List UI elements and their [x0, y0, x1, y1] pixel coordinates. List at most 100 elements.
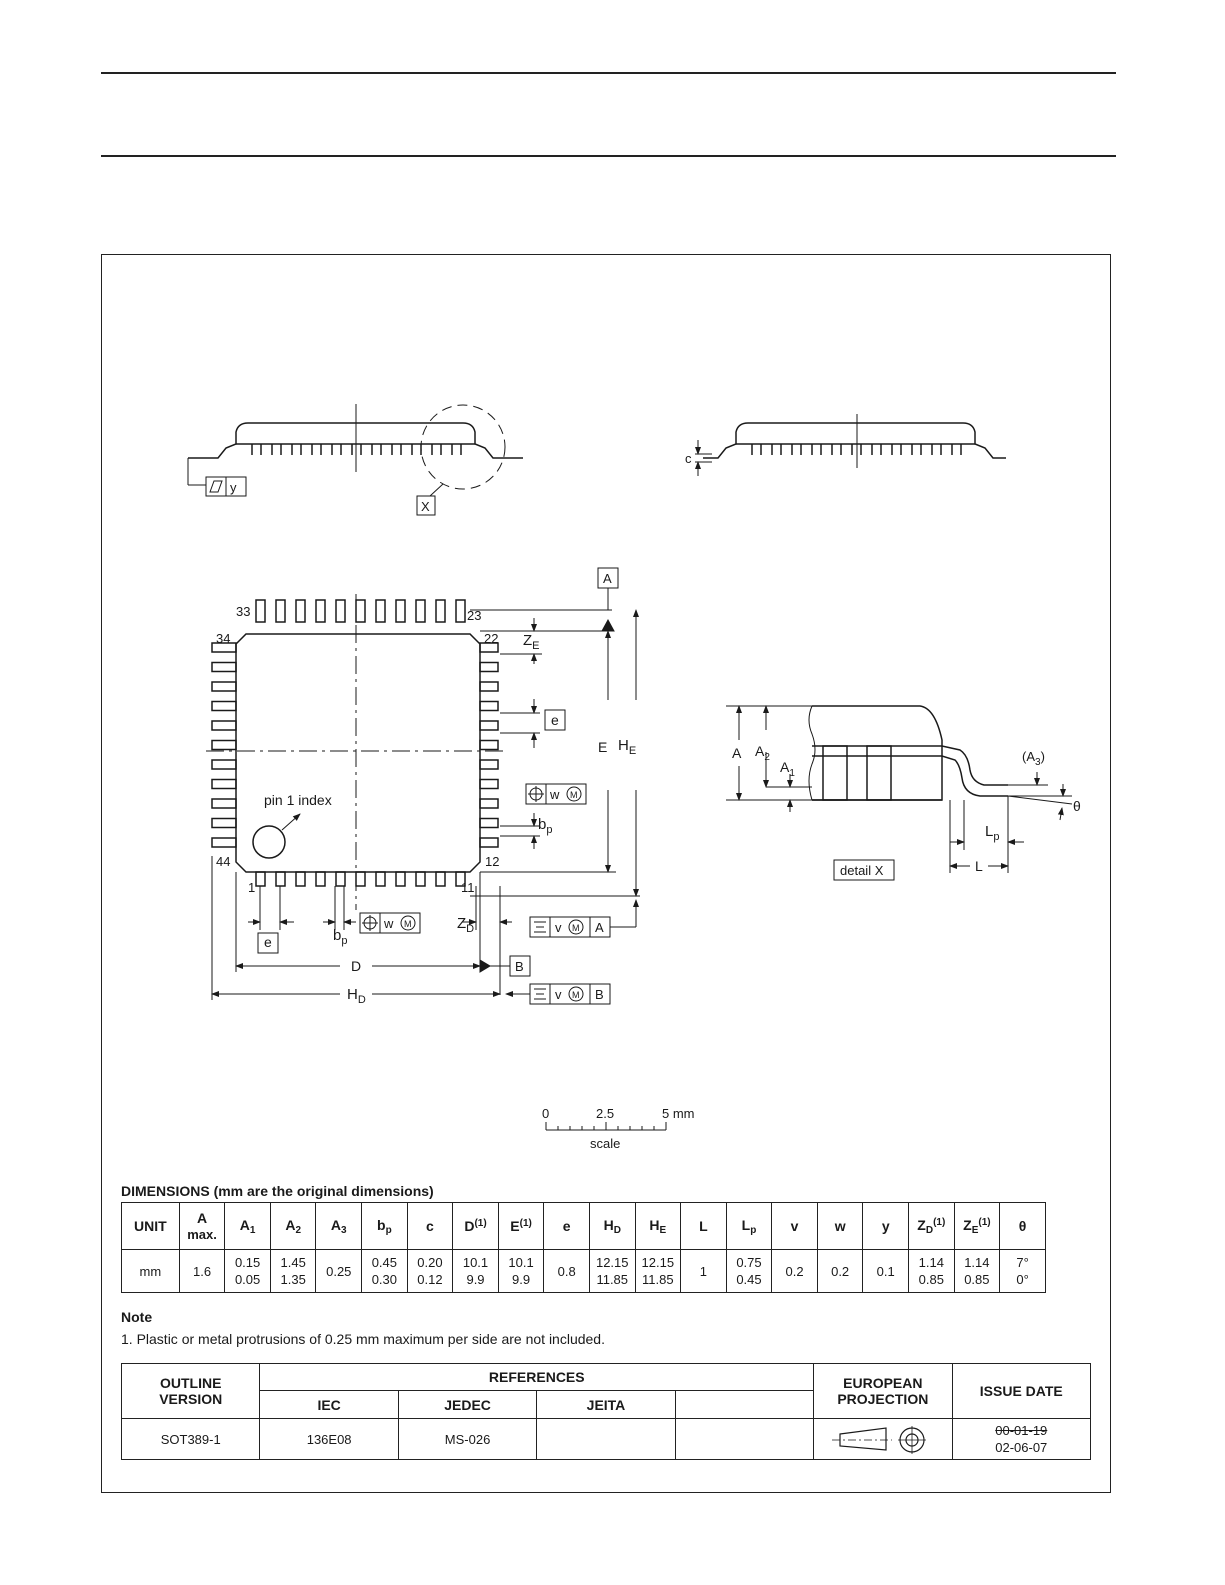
iec-header: IEC — [259, 1390, 399, 1419]
lead-right — [479, 661, 499, 673]
lead-bottom — [315, 871, 326, 887]
dim-header-cell: HE — [634, 1202, 682, 1250]
dim-header-cell: A1 — [224, 1202, 271, 1250]
pin-44-label: 44 — [216, 854, 230, 869]
dim-header-cell: L — [680, 1202, 727, 1250]
jeita-header: JEITA — [536, 1390, 676, 1419]
pin-34-label: 34 — [216, 631, 230, 646]
detail-A2-label: A2 — [755, 743, 770, 763]
m-bottom-label: M — [404, 919, 412, 929]
lead-bottom — [375, 871, 386, 887]
dim-header-cell: Lp — [725, 1202, 773, 1250]
lead-left — [211, 739, 237, 751]
lead-left — [211, 661, 237, 673]
lead-top — [435, 599, 446, 623]
pin-23-label: 23 — [467, 608, 481, 623]
pin-22-label: 22 — [484, 631, 498, 646]
bp-right-label: bp — [538, 816, 552, 836]
iec-value: 136E08 — [259, 1418, 399, 1460]
v-a-label: v — [555, 920, 562, 935]
jedec-value: MS-026 — [397, 1418, 538, 1460]
pin-1-label: 1 — [248, 880, 255, 895]
hd-label: HD — [347, 986, 366, 1006]
bp-bottom-label: bp — [333, 927, 347, 947]
lead-right — [479, 759, 499, 770]
lead-bottom — [335, 871, 346, 887]
dim-header-cell: HD — [588, 1202, 636, 1250]
lead-bottom — [435, 871, 446, 887]
dim-value-cell: 0.1 — [862, 1249, 909, 1293]
w-bottom-label: w — [383, 916, 394, 931]
side-view-right — [695, 414, 1006, 476]
datum-b-ref: B — [595, 987, 604, 1002]
lead-top — [355, 599, 366, 623]
plan-view — [206, 567, 640, 1005]
lead-right — [479, 837, 499, 848]
blank-value — [674, 1418, 815, 1460]
lead-left — [211, 817, 237, 829]
scale-tick-end: 5 mm — [662, 1106, 695, 1121]
detail-A3-label: (A3) — [1022, 749, 1045, 768]
detail-x-caption: detail X — [840, 863, 884, 878]
lead-left — [211, 681, 237, 692]
detail-L-label: L — [975, 858, 983, 874]
e-bottom-label: e — [264, 934, 272, 950]
lead-right — [479, 739, 499, 751]
m-b-label: M — [572, 990, 580, 1000]
lead-top — [255, 599, 266, 623]
detail-A-label: A — [732, 745, 742, 761]
scale-tick-mid: 2.5 — [596, 1106, 614, 1121]
detail-theta-label: θ — [1073, 798, 1081, 814]
dim-value-cell: 0.8 — [543, 1249, 590, 1293]
lead-bottom — [355, 871, 366, 887]
detail-lp-label: Lp — [985, 823, 999, 843]
scale-tick-0: 0 — [542, 1106, 549, 1121]
dim-header-cell: w — [816, 1202, 864, 1250]
lead-left — [211, 642, 237, 653]
dim-value-cell: 0.2 — [771, 1249, 818, 1293]
lead-top — [415, 599, 426, 623]
header-rule-bottom — [101, 155, 1116, 157]
lead-right — [479, 642, 499, 653]
side-view-left — [187, 404, 523, 516]
dim-header-cell: UNIT — [121, 1202, 180, 1250]
dim-header-cell: ZE(1) — [953, 1202, 1001, 1250]
lead-bottom — [415, 871, 426, 887]
dim-header-cell: A3 — [315, 1202, 363, 1250]
lead-top — [315, 599, 326, 623]
dim-value-cell: 0.25 — [315, 1249, 363, 1293]
E-label: E — [598, 739, 607, 755]
ze-label: ZE — [523, 632, 540, 652]
dim-header-cell: e — [543, 1202, 590, 1250]
lead-top — [375, 599, 386, 623]
dim-value-cell: 0.2 — [816, 1249, 864, 1293]
dim-value-cell: 7°0° — [999, 1249, 1046, 1293]
dimensions-title: DIMENSIONS (mm are the original dimensio… — [121, 1183, 434, 1199]
lead-left — [211, 778, 237, 790]
lead-top — [335, 599, 346, 623]
lead-left — [211, 720, 237, 731]
blank-header — [674, 1390, 815, 1419]
datum-a-label: A — [603, 571, 612, 586]
note-heading: Note — [121, 1309, 153, 1325]
lead-bottom — [275, 871, 286, 887]
lead-top — [295, 599, 306, 623]
jeita-value — [536, 1418, 676, 1460]
D-label: D — [351, 958, 361, 974]
datum-b-label: B — [515, 959, 524, 974]
lead-left — [211, 759, 237, 770]
detail-x-view — [726, 705, 1073, 881]
dim-header-cell: A2 — [269, 1202, 317, 1250]
pin-12-label: 12 — [485, 854, 499, 869]
